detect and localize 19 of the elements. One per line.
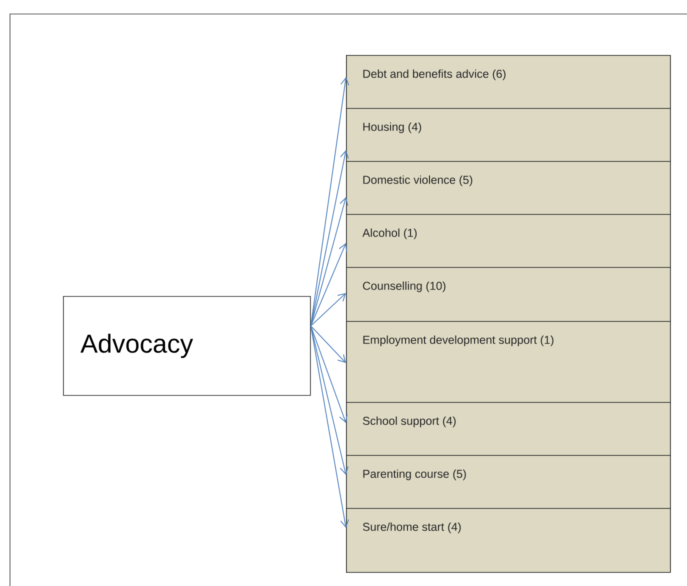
arrow	[310, 325, 348, 423]
service-box: Counselling (10)	[346, 267, 671, 322]
arrow	[310, 150, 349, 326]
arrow	[310, 325, 346, 363]
service-box: Sure/home start (4)	[346, 508, 671, 573]
service-box: Alcohol (1)	[346, 214, 671, 268]
service-box: Debt and benefits advice (6)	[346, 55, 671, 109]
arrow	[310, 197, 348, 326]
arrow	[310, 243, 348, 326]
advocacy-box: Advocacy	[63, 296, 311, 396]
service-box: Domestic violence (5)	[346, 161, 671, 215]
arrow	[310, 325, 349, 475]
service-box: Housing (4)	[346, 108, 671, 162]
service-box: School support (4)	[346, 402, 671, 456]
service-box: Employment development support (1)	[346, 321, 671, 403]
service-box: Parenting course (5)	[346, 455, 671, 509]
arrow	[310, 325, 350, 528]
arrow	[310, 293, 346, 326]
arrow	[310, 77, 350, 326]
